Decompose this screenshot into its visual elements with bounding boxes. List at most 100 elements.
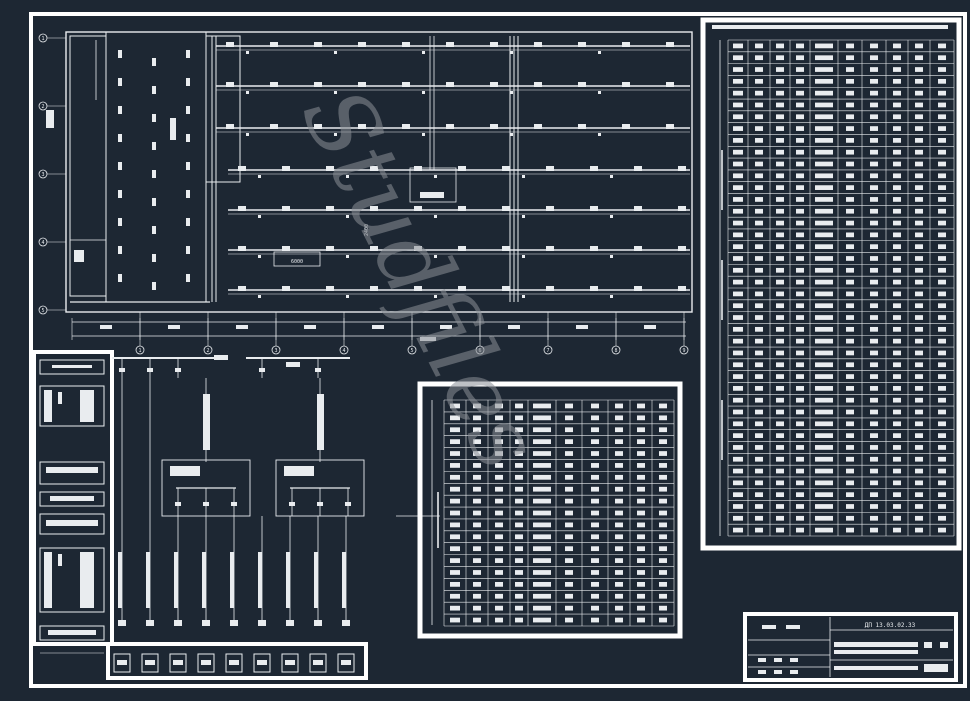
right-table-cell-text [893,208,901,214]
right-table-cell-text [915,492,923,498]
center-table-cell-text [637,510,645,516]
right-table-cell-text [815,386,833,391]
right-table-cell-text [915,161,923,167]
right-table-cell-text [796,279,804,285]
right-table-cell-text [870,326,878,332]
right-table-cell-text [870,303,878,309]
right-table-cell-text [755,515,763,521]
center-table-cell-text [565,546,573,552]
tag-strip-frame [106,642,368,680]
right-table-cell-text [733,515,743,521]
branch-label [258,552,262,608]
luminaire [634,246,642,251]
right-table-cell-text [846,338,854,344]
title-text-block [924,664,948,672]
right-table-cell-text [870,433,878,438]
outlet-symbol [286,620,294,626]
col-axis-label: 6 [478,348,481,354]
right-table-cell-text [938,409,946,415]
right-table-cell-text [893,173,901,179]
right-table-cell-text [915,232,923,238]
right-table-cell-text [796,114,804,120]
right-table-cell-text [938,303,946,309]
right-table-cell-text [755,492,763,498]
right-table-cell-text [733,386,743,391]
title-text-block [834,650,918,654]
right-table-cell-text [915,185,923,190]
luminaire [314,82,322,87]
right-table-cell-text [776,421,784,427]
right-table-cell-text [846,433,854,438]
luminaire [502,286,510,291]
right-table-cell-text [938,256,946,261]
right-table-cell-text [733,409,743,415]
legend-cell [39,513,105,535]
right-table-cell-text [776,445,784,450]
right-table-cell-text [870,208,878,214]
junction-box [610,215,613,218]
luminaire [490,42,498,47]
right-table-cell-text [915,480,923,486]
center-table-cell-text [637,474,645,480]
col-axis-label: 7 [546,348,549,354]
luminaire [414,206,422,211]
right-table-cell-text [893,256,901,261]
right-table-cell-text [796,326,804,332]
center-table-cell-text [473,522,481,528]
center-table-cell-text [495,439,503,445]
right-table-cell-text [796,303,804,309]
breaker-tag-text [229,660,239,665]
luminaire [490,82,498,87]
luminaire [590,166,598,171]
center-table-cell-text [565,570,573,575]
right-table-cell-text [893,185,901,190]
right-table-cell-text [870,173,878,179]
right-table-cell-text [733,90,743,96]
right-table-cell-text [776,197,784,202]
center-table-cell-text [533,617,551,623]
right-table-cell-text [870,43,878,49]
center-table-cell-text [659,403,667,409]
right-table-cell-text [893,291,901,297]
center-table-cell-text [495,510,503,516]
luminaire-core [152,254,156,262]
right-table-cell-text [755,303,763,309]
title-text-block [786,625,800,629]
center-table-cell-text [659,558,667,563]
center-table-cell-text [495,463,503,468]
right-table-cell-text [776,291,784,297]
center-table-cell-text [637,463,645,468]
junction-box [610,175,613,178]
center-table-cell-text [615,570,623,575]
right-table-cell-text [893,409,901,415]
dimension-text-block [508,325,520,329]
right-table-cell-text [755,468,763,474]
right-table-cell-text [815,468,833,474]
center-table-cell-text [615,546,623,552]
right-table-cell-text [893,244,901,250]
right-table-cell-text [796,220,804,226]
right-table-cell-text [846,244,854,250]
right-table-cell-text [846,421,854,427]
center-table-cell-text [450,498,460,504]
center-table-cell-text [533,415,551,421]
right-table-cell-text [846,326,854,332]
col-axis-bubble [407,345,417,355]
plan-corridor [205,35,241,183]
right-table-cell-text [755,78,763,84]
center-table-cell-text [565,403,573,409]
luminaire [634,286,642,291]
right-table-cell-text [915,409,923,415]
junction-box [246,91,249,94]
right-table-cell-text [755,445,763,450]
right-table-cell-text [893,149,901,155]
right-table-cell-text [870,445,878,450]
luminaire-core [118,106,122,114]
center-table-cell-text [533,522,551,528]
right-table-cell-text [776,126,784,131]
center-table-cell-text [659,570,667,575]
luminaire [282,246,290,251]
center-table-cell-text [659,546,667,552]
center-table-cell-text [591,510,599,516]
right-table-cell-text [938,197,946,202]
